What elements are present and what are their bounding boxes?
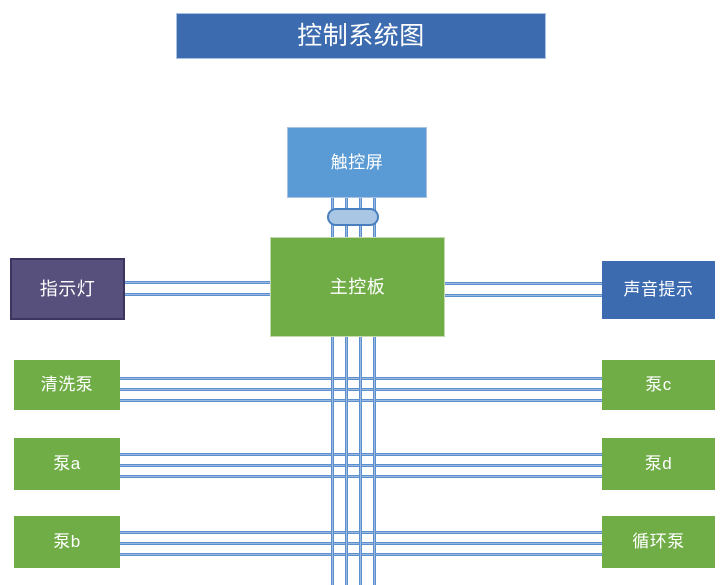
ribbon-cable-connector bbox=[327, 208, 379, 226]
wire-main-to-sound-2 bbox=[444, 294, 604, 297]
node-pump-c[interactable]: 泵c bbox=[602, 360, 715, 410]
wire-main-to-sound-1 bbox=[444, 282, 604, 285]
bus-line-3 bbox=[359, 337, 362, 585]
node-main-control-board[interactable]: 主控板 bbox=[270, 237, 445, 337]
node-circulation-pump[interactable]: 循环泵 bbox=[602, 516, 715, 568]
node-pump-a[interactable]: 泵a bbox=[14, 438, 120, 490]
node-pump-b[interactable]: 泵b bbox=[14, 516, 120, 568]
bus-line-1 bbox=[331, 337, 334, 585]
diagram-title-banner: 控制系统图 bbox=[176, 13, 546, 59]
node-indicator-lamp[interactable]: 指示灯 bbox=[10, 258, 125, 320]
node-sound-prompt[interactable]: 声音提示 bbox=[602, 261, 715, 319]
wire-lamp-to-main-1 bbox=[125, 281, 272, 284]
node-pump-d[interactable]: 泵d bbox=[602, 438, 715, 490]
bus-line-4 bbox=[373, 337, 376, 585]
node-touch-screen[interactable]: 触控屏 bbox=[287, 127, 427, 198]
node-wash-pump[interactable]: 清洗泵 bbox=[14, 360, 120, 410]
bus-line-2 bbox=[345, 337, 348, 585]
wire-lamp-to-main-2 bbox=[125, 293, 272, 296]
